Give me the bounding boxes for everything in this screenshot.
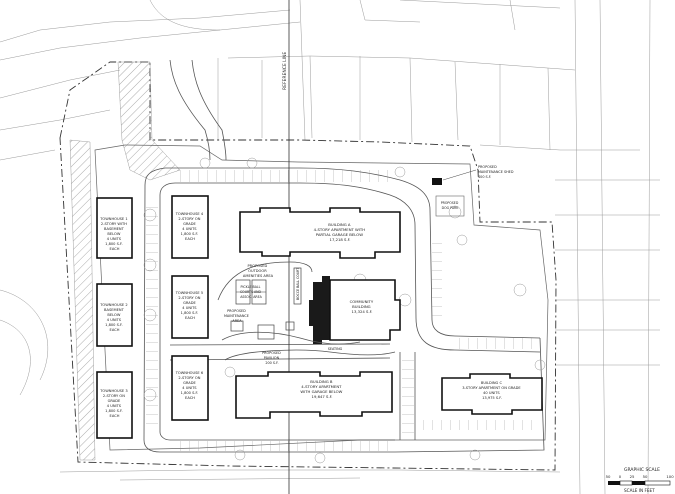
building-c-label: BUILDING C 3-STORY APARTMENT ON GRADE 40… [462,381,522,400]
townhouse-3-label: TOWNHOUSE 3 2-STORY ON GRADE 4 UNITS 1,8… [99,389,129,418]
building-b-label: BUILDING B 4-STORY APARTMENT WITH GARAGE… [300,379,343,399]
townhouse-6: TOWNHOUSE 6 2-STORY ON GRADE 4 UNITS 1,8… [171,355,209,421]
pickleball-label: PICKLE BALL COURTS AND ASSOC. AREA [240,285,263,299]
building-c: BUILDING C 3-STORY APARTMENT ON GRADE 40… [441,373,543,415]
outdoor-amenity-label: PROPOSED OUTDOOR AMENITIES AREA [243,264,274,278]
townhouse-5-label: TOWNHOUSE 5 2-STORY ON GRADE 4 UNITS 1,8… [175,291,205,320]
dog-park-label: PROPOSED DOG PARK [441,201,460,210]
scale-tick-100: 100 [666,474,674,479]
building-a-label: BUILDING A 4-STORY APARTMENT WITH PARTIA… [314,222,367,242]
townhouse-2: TOWNHOUSE 2 BASEMENT BELOW 4 UNITS 1,800… [96,283,133,347]
community-building-label: COMMUNITY BUILDING 13,324 S.F. [350,299,375,314]
amenity-area [217,261,361,345]
scale-tick-0: 0 [619,474,622,479]
dog-park-area [435,195,465,217]
maintenance-shed [432,178,442,185]
maintenance-area-label: PROPOSED MAINTENANCE AREA [224,309,250,323]
townhouse-6-label: TOWNHOUSE 6 2-STORY ON GRADE 4 UNITS 1,8… [175,371,205,400]
scale-tick-50a: 50 [606,474,611,479]
pavilion-label: PROPOSED PAVILION 200 S.F. [262,351,282,365]
scale-unit: SCALE IN FEET [624,488,655,493]
seating-label: SEATING [328,347,343,351]
graphic-scale-title: GRAPHIC SCALE [624,467,660,473]
access-drive [169,59,227,161]
wooded-buffer [69,61,181,461]
community-building: COMMUNITY BUILDING 13,324 S.F. [309,276,401,344]
reference-line-label: REFERENCE LINE [282,52,288,90]
townhouse-2-label: TOWNHOUSE 2 BASEMENT BELOW 4 UNITS 1,800… [99,303,129,332]
maintenance-shed-label: PROPOSED MAINTENANCE SHED 400 S.F. [478,165,515,179]
townhouse-1: TOWNHOUSE 1 2-STORY WITH BASEMENT BELOW … [96,197,133,259]
scale-tick-25: 25 [630,474,635,479]
townhouse-1-label: TOWNHOUSE 1 2-STORY WITH BASEMENT BELOW … [99,217,129,251]
building-a: BUILDING A 4-STORY APARTMENT WITH PARTIA… [239,207,401,259]
scale-tick-50b: 50 [643,474,648,479]
building-b: BUILDING B 4-STORY APARTMENT WITH GARAGE… [235,371,393,419]
townhouse-5: TOWNHOUSE 5 2-STORY ON GRADE 4 UNITS 1,8… [171,275,209,339]
townhouse-3: TOWNHOUSE 3 2-STORY ON GRADE 4 UNITS 1,8… [96,371,133,439]
parcel-lines [0,0,660,494]
parking-stalls [146,170,540,451]
internal-roads [143,167,545,453]
townhouse-4-label: TOWNHOUSE 4 2-STORY ON GRADE 4 UNITS 1,8… [175,212,205,241]
townhouse-4: TOWNHOUSE 4 2-STORY ON GRADE 4 UNITS 1,8… [171,195,209,259]
bocce-court-label: BOCCE BALL COURT [296,268,300,300]
graphic-scale: GRAPHIC SCALE 50 0 25 50 100 SCALE IN FE… [606,467,675,493]
